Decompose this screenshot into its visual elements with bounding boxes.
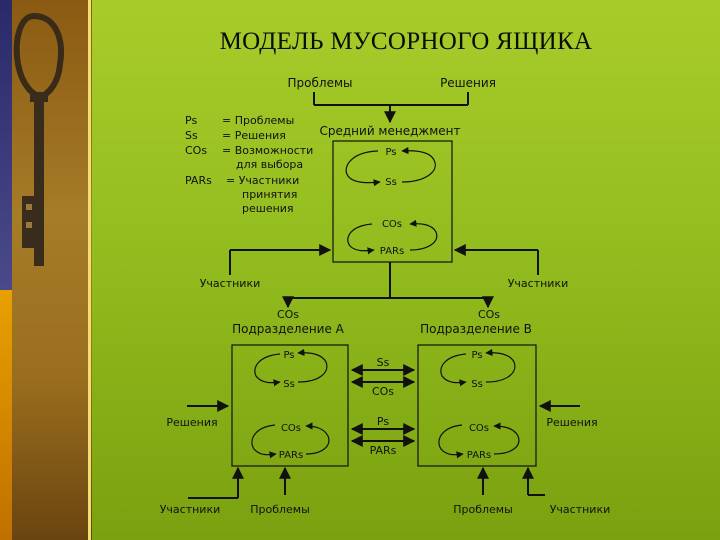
between-ss: Ss <box>377 356 390 369</box>
key-image-panel <box>0 0 92 540</box>
division-b-ps: Ps <box>471 350 482 361</box>
legend-pars-eq: = Участники <box>226 174 299 187</box>
middle-participants-left: Участники <box>200 277 261 290</box>
top-problems-label: Проблемы <box>288 76 353 90</box>
slide-title: МОДЕЛЬ МУСОРНОГО ЯЩИКА <box>219 28 593 55</box>
bottom-problems-right: Проблемы <box>453 503 513 516</box>
bottom-participants-right: Участники <box>550 503 611 516</box>
legend-pars-cont: принятия <box>242 188 297 201</box>
legend-ss-abbr: Ss <box>185 129 198 142</box>
bottom-solutions-right: Решения <box>546 416 597 429</box>
division-a-title: Подразделение А <box>232 322 345 336</box>
division-b-pars: PARs <box>467 450 491 461</box>
division-a-cos-inner: COs <box>281 423 301 434</box>
division-b-ss: Ss <box>471 379 483 390</box>
division-a-cos: COs <box>277 308 299 321</box>
division-b-cos: COs <box>478 308 500 321</box>
division-branch-connector <box>282 262 494 309</box>
legend-pars-cont2: решения <box>242 202 294 215</box>
division-a-ss: Ss <box>283 379 295 390</box>
division-a-box <box>231 344 349 467</box>
middle-participants-right: Участники <box>508 277 569 290</box>
division-b-title: Подразделение В <box>420 322 532 336</box>
legend-ps-abbr: Ps <box>185 114 197 127</box>
legend: Ps = Проблемы Ss = Решения COs = Возможн… <box>185 114 313 215</box>
divider-line <box>88 0 91 540</box>
division-b-cos-inner: COs <box>469 423 489 434</box>
blue-accent-band <box>0 0 12 290</box>
bottom-participants-left: Участники <box>160 503 221 516</box>
middle-management-box <box>332 140 453 263</box>
middle-ss: Ss <box>385 177 397 188</box>
between-pars: PARs <box>370 444 397 457</box>
middle-cos: COs <box>382 219 402 230</box>
legend-cos-cont: для выбора <box>236 158 303 171</box>
middle-management-title: Средний менеджмент <box>320 124 461 138</box>
content-area <box>92 0 720 540</box>
top-bracket <box>313 92 469 124</box>
middle-ps: Ps <box>385 147 396 158</box>
legend-cos-abbr: COs <box>185 144 207 157</box>
legend-ps-eq: = Проблемы <box>222 114 294 127</box>
orange-accent-band <box>0 290 12 540</box>
legend-ss-eq: = Решения <box>222 129 286 142</box>
top-solutions-label: Решения <box>440 76 496 90</box>
division-a-ps: Ps <box>283 350 294 361</box>
middle-pars: PARs <box>380 246 404 257</box>
legend-pars-abbr: PARs <box>185 174 212 187</box>
division-a-pars: PARs <box>279 450 303 461</box>
division-b-box <box>417 344 537 467</box>
bottom-problems-left: Проблемы <box>250 503 310 516</box>
key-icon <box>13 12 64 266</box>
between-cos: COs <box>372 385 394 398</box>
bottom-solutions-left: Решения <box>166 416 217 429</box>
between-ps: Ps <box>377 415 389 428</box>
legend-cos-eq: = Возможности <box>222 144 313 157</box>
